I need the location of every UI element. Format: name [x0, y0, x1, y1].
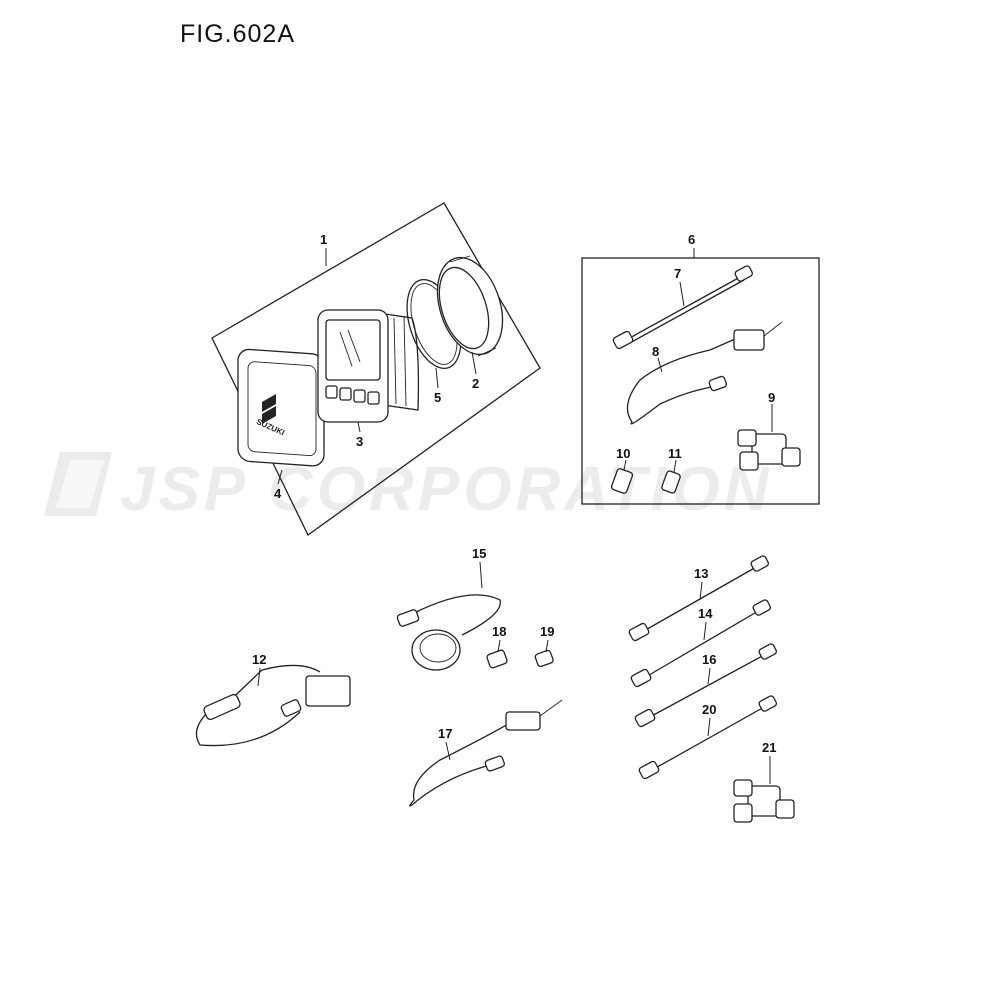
part-18-connector[interactable]	[486, 649, 508, 669]
figure-title: FIG.602A	[180, 20, 295, 48]
part-10-terminator[interactable]	[610, 468, 634, 494]
callout-11: 11	[668, 446, 682, 461]
callout-1: 1	[320, 232, 327, 247]
part-17-power-cable[interactable]	[409, 699, 563, 807]
callout-5: 5	[434, 390, 441, 405]
callout-17: 17	[438, 726, 452, 741]
part-15-sensor[interactable]	[396, 594, 501, 671]
part-19-connector[interactable]	[534, 649, 554, 668]
callout-8: 8	[652, 344, 659, 359]
callout-19: 19	[540, 624, 554, 639]
part-2-lock-ring[interactable]	[426, 249, 514, 363]
callout-14: 14	[698, 606, 713, 621]
kit-box-1	[211, 202, 541, 536]
callout-16: 16	[702, 652, 716, 667]
watermark-text: JSP CORPORATION	[120, 455, 773, 524]
callout-20: 20	[702, 702, 716, 717]
callout-15: 15	[472, 546, 486, 561]
part-3-meter[interactable]	[317, 309, 420, 423]
part-7-cable[interactable]	[612, 265, 754, 350]
part-9-t-connector[interactable]	[737, 429, 801, 471]
callout-6: 6	[688, 232, 695, 247]
callout-labels: 1 2 3 4 5 6 7 8 9 10 11 12 13 14 15 16 1…	[252, 232, 776, 755]
callout-7: 7	[674, 266, 681, 281]
part-8-power-cable[interactable]	[626, 321, 783, 425]
callout-13: 13	[694, 566, 708, 581]
part-16-cable[interactable]	[634, 643, 778, 728]
part-21-t-connector[interactable]	[733, 779, 795, 823]
callout-4: 4	[274, 486, 282, 501]
callout-10: 10	[616, 446, 630, 461]
callout-2: 2	[472, 376, 479, 391]
kit-box-6	[581, 257, 820, 505]
part-12-power-cable[interactable]	[195, 664, 351, 747]
callout-18: 18	[492, 624, 506, 639]
watermark: JSP CORPORATION	[44, 452, 773, 524]
part-4-cover[interactable]: SUZUKI	[237, 348, 325, 467]
callout-12: 12	[252, 652, 266, 667]
callout-9: 9	[768, 390, 775, 405]
callout-3: 3	[356, 434, 363, 449]
callout-21: 21	[762, 740, 776, 755]
part-11-terminator[interactable]	[661, 470, 681, 494]
part-14-cable[interactable]	[630, 599, 772, 688]
part-20-cable[interactable]	[638, 695, 778, 780]
